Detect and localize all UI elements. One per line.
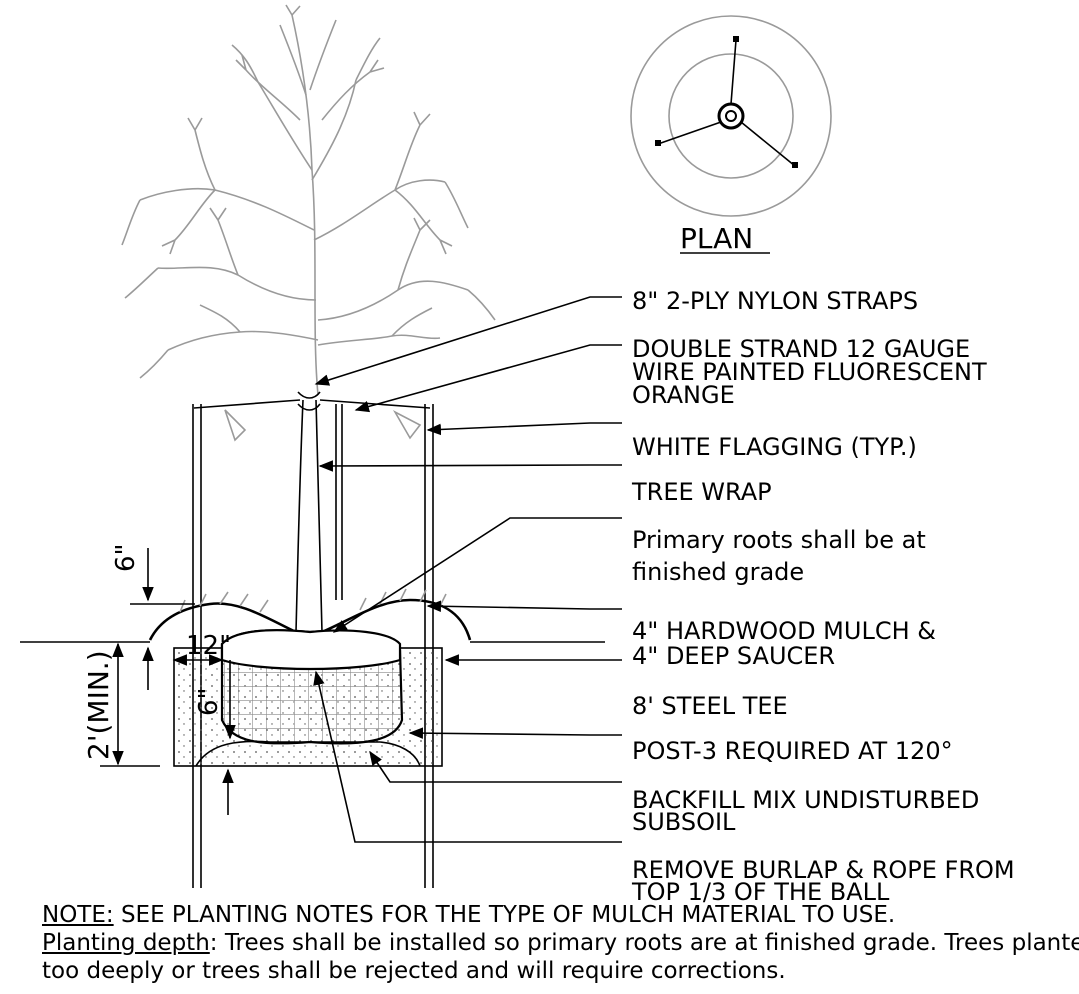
- note-line-3: too deeply or trees shall be rejected an…: [42, 958, 786, 984]
- callout-wire-1: DOUBLE STRAND 12 GAUGE: [632, 335, 970, 363]
- white-flagging-right: [392, 410, 422, 440]
- dim-six-top: 6": [111, 543, 141, 572]
- dim-two-foot: 2'(MIN.): [82, 650, 115, 760]
- callout-backfill-2: SUBSOIL: [632, 808, 736, 836]
- nylon-strap: [297, 391, 321, 411]
- depth-label: Planting depth: [42, 930, 210, 956]
- dimension-lines: [100, 548, 236, 815]
- note-line-1: NOTE: SEE PLANTING NOTES FOR THE TYPE OF…: [42, 902, 895, 928]
- note-text: SEE PLANTING NOTES FOR THE TYPE OF MULCH…: [113, 902, 896, 928]
- callout-wire-2: WIRE PAINTED FLUORESCENT: [632, 358, 987, 386]
- dim-six-bottom: 6": [194, 687, 224, 716]
- undisturbed-subsoil: [195, 740, 421, 767]
- callout-labels: 8" 2-PLY NYLON STRAPS DOUBLE STRAND 12 G…: [631, 287, 1015, 906]
- callout-tee: 8' STEEL TEE: [632, 692, 788, 720]
- tree-crown-icon: [121, 4, 496, 396]
- callout-post: POST-3 REQUIRED AT 120°: [632, 737, 953, 765]
- depth-text: : Trees shall be installed so primary ro…: [209, 930, 1079, 956]
- callout-burlap-1: REMOVE BURLAP & ROPE FROM: [632, 856, 1015, 884]
- mulch-saucer: [148, 598, 472, 641]
- plan-label: PLAN: [680, 222, 753, 255]
- steel-tee-posts: [192, 404, 434, 888]
- leader-lines: [313, 296, 622, 843]
- dim-twelve: 12": [186, 631, 231, 661]
- callout-flagging: WHITE FLAGGING (TYP.): [632, 433, 917, 461]
- plan-view: [630, 15, 832, 217]
- callout-burlap-2: TOP 1/3 OF THE BALL: [631, 878, 890, 906]
- white-flagging-left: [224, 409, 247, 442]
- tree-trunk: [295, 399, 323, 633]
- callout-wrap: TREE WRAP: [631, 478, 772, 506]
- callout-wire-3: ORANGE: [632, 381, 735, 409]
- note-label: NOTE:: [42, 902, 114, 928]
- callout-roots-1: Primary roots shall be at: [632, 526, 926, 554]
- mulch-hatch: [179, 588, 447, 613]
- guy-wire: [193, 399, 431, 409]
- callout-straps: 8" 2-PLY NYLON STRAPS: [632, 287, 918, 315]
- callout-roots-2: finished grade: [632, 558, 804, 586]
- callout-mulch-1: 4" HARDWOOD MULCH &: [632, 617, 936, 645]
- note-line3-text: too deeply or trees shall be rejected an…: [42, 958, 786, 984]
- callout-backfill-1: BACKFILL MIX UNDISTURBED: [632, 786, 979, 814]
- callout-mulch-2: 4" DEEP SAUCER: [632, 642, 835, 670]
- note-line-2: Planting depth: Trees shall be installed…: [42, 930, 1079, 956]
- root-ball-top: [220, 629, 402, 671]
